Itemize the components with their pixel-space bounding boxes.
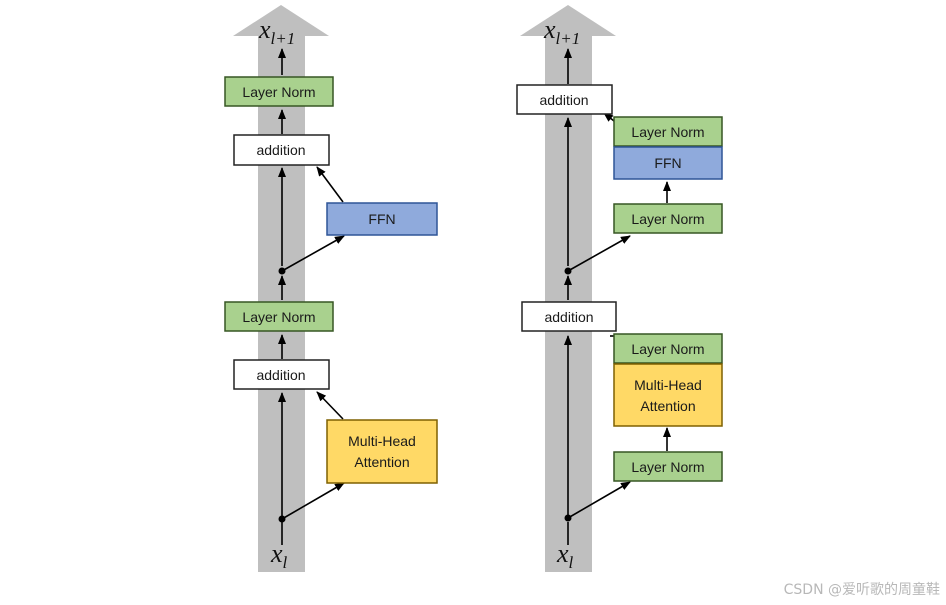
pre-ln-addition-bottom-label: addition <box>544 309 593 325</box>
post-ln-multi-head-attention: Multi-Head Attention <box>326 419 438 484</box>
post-ln-addition-bottom-label: addition <box>256 367 305 383</box>
post-ln-mha-label-line1: Multi-Head <box>348 433 416 449</box>
post-ln-branch-to-mha <box>281 482 345 520</box>
pre-ln-mha-label-line1: Multi-Head <box>634 377 702 393</box>
post-ln-addition-top-label: addition <box>256 142 305 158</box>
pre-ln-input-label: xl <box>556 539 574 572</box>
post-ln-trunk-arrowhead <box>233 5 329 36</box>
pre-ln-diagram: addition Layer Norm FFN Layer Norm addit… <box>516 5 723 572</box>
post-ln-branch-to-ffn <box>281 235 345 272</box>
post-ln-layer-norm-bottom-label: Layer Norm <box>242 309 315 325</box>
pre-ln-layer-norm-top: Layer Norm <box>613 116 723 147</box>
post-ln-layer-norm-bottom: Layer Norm <box>224 301 334 332</box>
post-ln-addition-bottom: addition <box>233 359 330 390</box>
post-ln-ffn-label: FFN <box>368 211 395 227</box>
pre-ln-trunk-arrowhead <box>520 5 616 36</box>
pre-ln-layer-norm-mid-label: Layer Norm <box>631 211 704 227</box>
post-ln-diagram: Layer Norm addition FFN Layer Norm addit… <box>224 5 438 572</box>
pre-ln-mha-label-line2: Attention <box>640 398 695 414</box>
pre-ln-branch-to-ln1 <box>567 481 631 519</box>
post-ln-layer-norm-top-label: Layer Norm <box>242 84 315 100</box>
post-ln-mha-label-line2: Attention <box>354 454 409 470</box>
pre-ln-addition-top-label: addition <box>539 92 588 108</box>
post-ln-input-label: xl <box>270 539 288 572</box>
pre-ln-layer-norm-bottom: Layer Norm <box>613 451 723 482</box>
post-ln-mha-to-add <box>316 391 344 420</box>
pre-ln-layer-norm-mid: Layer Norm <box>613 203 723 234</box>
post-ln-output-label: xl+1 <box>258 15 295 48</box>
pre-ln-ffn-label: FFN <box>654 155 681 171</box>
pre-ln-addition-top: addition <box>516 84 613 115</box>
pre-ln-layer-norm-lower-label: Layer Norm <box>631 341 704 357</box>
pre-ln-layer-norm-lower: Layer Norm <box>613 333 723 364</box>
pre-ln-branch-to-ln2 <box>567 235 631 272</box>
pre-ln-ffn: FFN <box>613 146 723 180</box>
pre-ln-layer-norm-bottom-label: Layer Norm <box>631 459 704 475</box>
pre-ln-multi-head-attention: Multi-Head Attention <box>613 363 723 427</box>
pre-ln-output-label: xl+1 <box>543 15 580 48</box>
pre-ln-layer-norm-top-label: Layer Norm <box>631 124 704 140</box>
csdn-watermark: CSDN @爱听歌的周童鞋 <box>783 582 940 598</box>
post-ln-addition-top: addition <box>233 134 330 166</box>
post-ln-ffn-to-add <box>316 166 344 203</box>
pre-ln-addition-bottom: addition <box>521 301 617 332</box>
post-ln-ffn: FFN <box>326 202 438 236</box>
post-ln-layer-norm-top: Layer Norm <box>224 76 334 107</box>
